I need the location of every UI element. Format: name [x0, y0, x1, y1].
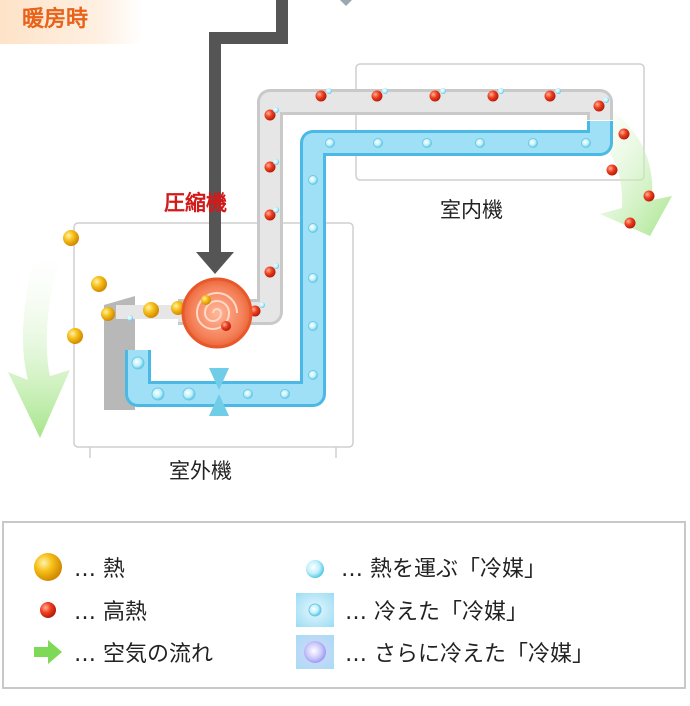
expansion-valve-icon — [209, 368, 229, 416]
mode-tab: 暖房時 — [0, 0, 142, 44]
legend-text: … 冷えた「冷媒」 — [345, 600, 528, 625]
air-flow-arrow-left — [8, 240, 70, 438]
legend-text: … さらに冷えた「冷媒」 — [345, 642, 594, 667]
compressor-input-arrow — [196, 0, 288, 274]
legend: … 熱 … 高熱 … 空気の流れ … 熱を運ぶ「冷媒」 … 冷えた「冷媒」 — [2, 521, 686, 689]
legend-item-high-heat: … 高熱 — [32, 592, 147, 628]
legend-text: … 空気の流れ — [74, 642, 213, 667]
cooled-refrigerant-icon — [296, 593, 334, 627]
legend-item-air-flow: … 空気の流れ — [32, 634, 213, 670]
legend-text: … 高熱 — [74, 600, 147, 625]
green-arrow-icon — [34, 640, 62, 664]
heat-balls — [63, 230, 185, 344]
indoor-unit-label: 室内機 — [440, 198, 503, 222]
legend-item-further-cooled-refrigerant: … さらに冷えた「冷媒」 — [295, 634, 594, 670]
refrigerant-dot-icon — [306, 560, 324, 578]
heat-ball-icon — [34, 553, 62, 581]
further-cooled-refrigerant-icon — [296, 635, 334, 669]
refrigerant-dots — [127, 88, 609, 321]
cooled-refrigerant-dots — [131, 138, 591, 401]
compressor-label: 圧縮機 — [164, 191, 227, 215]
compressor-icon — [181, 277, 253, 349]
legend-item-heat: … 熱 — [32, 549, 125, 585]
high-heat-dots — [249, 90, 655, 317]
legend-item-refrigerant: … 熱を運ぶ「冷媒」 — [299, 549, 546, 585]
outdoor-unit-label: 室外機 — [169, 459, 232, 483]
air-flow-arrow-top — [340, 0, 352, 6]
high-heat-dot-icon — [40, 602, 56, 618]
cold-pipe — [125, 121, 613, 407]
legend-text: … 熱 — [74, 557, 125, 582]
legend-item-cooled-refrigerant: … 冷えた「冷媒」 — [295, 592, 528, 628]
heat-pump-diagram — [8, 0, 672, 458]
legend-text: … 熱を運ぶ「冷媒」 — [341, 557, 546, 582]
